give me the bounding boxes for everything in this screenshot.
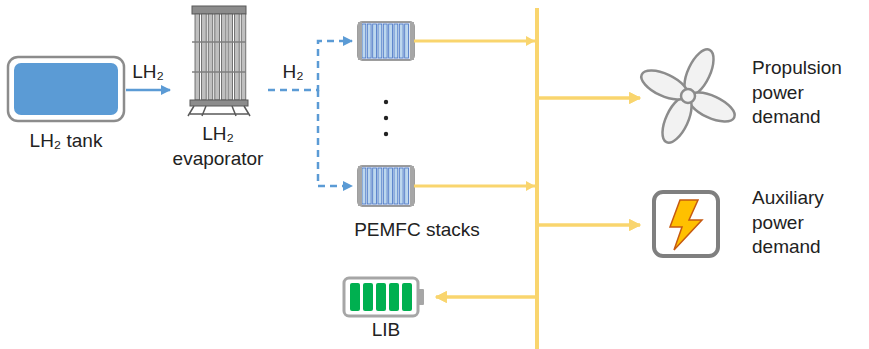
connector	[482, 41, 640, 98]
evaporator: LH₂ evaporator	[170, 2, 268, 180]
connector	[126, 89, 170, 92]
connector	[482, 186, 640, 225]
node-label: Auxiliary power demand	[752, 186, 862, 260]
node-label: Propulsion power demand	[752, 56, 862, 130]
connector	[318, 90, 352, 186]
evaporator-icon	[170, 2, 266, 120]
propulsion-load: Propulsion power demand	[640, 40, 865, 152]
node-label: LIB	[372, 318, 401, 343]
auxiliary-load-icon	[640, 180, 730, 270]
battery-icon	[336, 272, 436, 322]
flow-label: H₂	[280, 61, 305, 84]
auxiliary-load: Auxiliary power demand	[640, 180, 865, 272]
flow-label: LH₂	[130, 61, 166, 84]
propulsion-load-icon	[640, 40, 740, 152]
tank: LH₂ tank	[6, 55, 126, 156]
pemfc-stacks-icon	[352, 14, 482, 214]
connector	[268, 41, 352, 90]
node-label: PEMFC stacks	[354, 218, 480, 243]
battery: LIB	[336, 272, 436, 346]
connector	[436, 98, 640, 297]
node-label: LH₂ evaporator	[170, 122, 266, 171]
node-label: LH₂ tank	[30, 129, 103, 154]
tank-icon	[6, 55, 126, 125]
pemfc-stacks: PEMFC stacks	[352, 14, 482, 246]
